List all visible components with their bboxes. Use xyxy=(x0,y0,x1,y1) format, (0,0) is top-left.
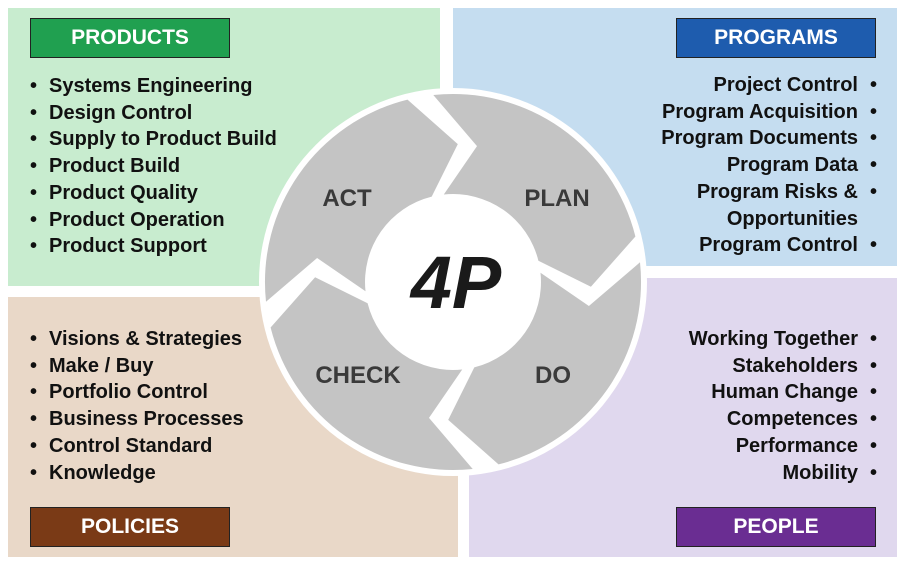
list-item: Product Operation xyxy=(30,207,277,234)
list-item: Project Control xyxy=(661,72,877,99)
list-item: Systems Engineering xyxy=(30,73,277,100)
products-list: Systems Engineering Design Control Suppl… xyxy=(30,73,277,260)
list-item: Opportunities xyxy=(726,207,858,230)
products-header: PRODUCTS xyxy=(30,18,230,58)
do-segment xyxy=(448,262,642,465)
people-list: Working Together Stakeholders Human Chan… xyxy=(689,326,877,486)
plan-label: PLAN xyxy=(524,185,589,212)
list-item: Portfolio Control xyxy=(30,379,244,406)
policies-header: POLICIES xyxy=(30,507,230,547)
list-item: Knowledge xyxy=(30,460,244,487)
list-item: Design Control xyxy=(30,100,277,127)
cycle-hub xyxy=(369,198,537,366)
list-item: Visions & Strategies xyxy=(30,326,244,353)
list-item: Working Together xyxy=(689,326,877,353)
list-item: Product Support xyxy=(30,233,277,260)
list-item: Mobility xyxy=(689,460,877,487)
list-item: Business Processes xyxy=(30,406,244,433)
4p-logo: 4P xyxy=(409,241,502,324)
check-label: CHECK xyxy=(315,362,401,389)
list-item: Stakeholders xyxy=(689,353,877,380)
check-segment xyxy=(270,277,473,471)
list-item: Product Build xyxy=(30,153,277,180)
list-item: Product Quality xyxy=(30,180,277,207)
list-item: Competences xyxy=(689,406,877,433)
programs-list: Project Control Program Acquisition Prog… xyxy=(661,72,877,259)
list-item: Supply to Product Build xyxy=(30,126,277,153)
do-label: DO xyxy=(535,362,571,389)
cycle-segments xyxy=(264,93,642,471)
list-item: Program Risks & xyxy=(661,179,877,206)
plan-segment xyxy=(433,93,636,287)
people-header: PEOPLE xyxy=(676,507,876,547)
list-item: Program Data xyxy=(661,152,877,179)
list-item: Program Control xyxy=(661,232,877,259)
list-item: Control Standard xyxy=(30,433,244,460)
list-item: Human Change xyxy=(689,379,877,406)
list-item: Program Documents xyxy=(661,125,877,152)
policies-list: Visions & Strategies Make / Buy Portfoli… xyxy=(30,326,244,486)
act-segment xyxy=(264,99,458,302)
list-item: Program Acquisition xyxy=(661,99,877,126)
list-item: Make / Buy xyxy=(30,353,244,380)
act-label: ACT xyxy=(322,185,372,212)
programs-header: PROGRAMS xyxy=(676,18,876,58)
list-item: Performance xyxy=(689,433,877,460)
